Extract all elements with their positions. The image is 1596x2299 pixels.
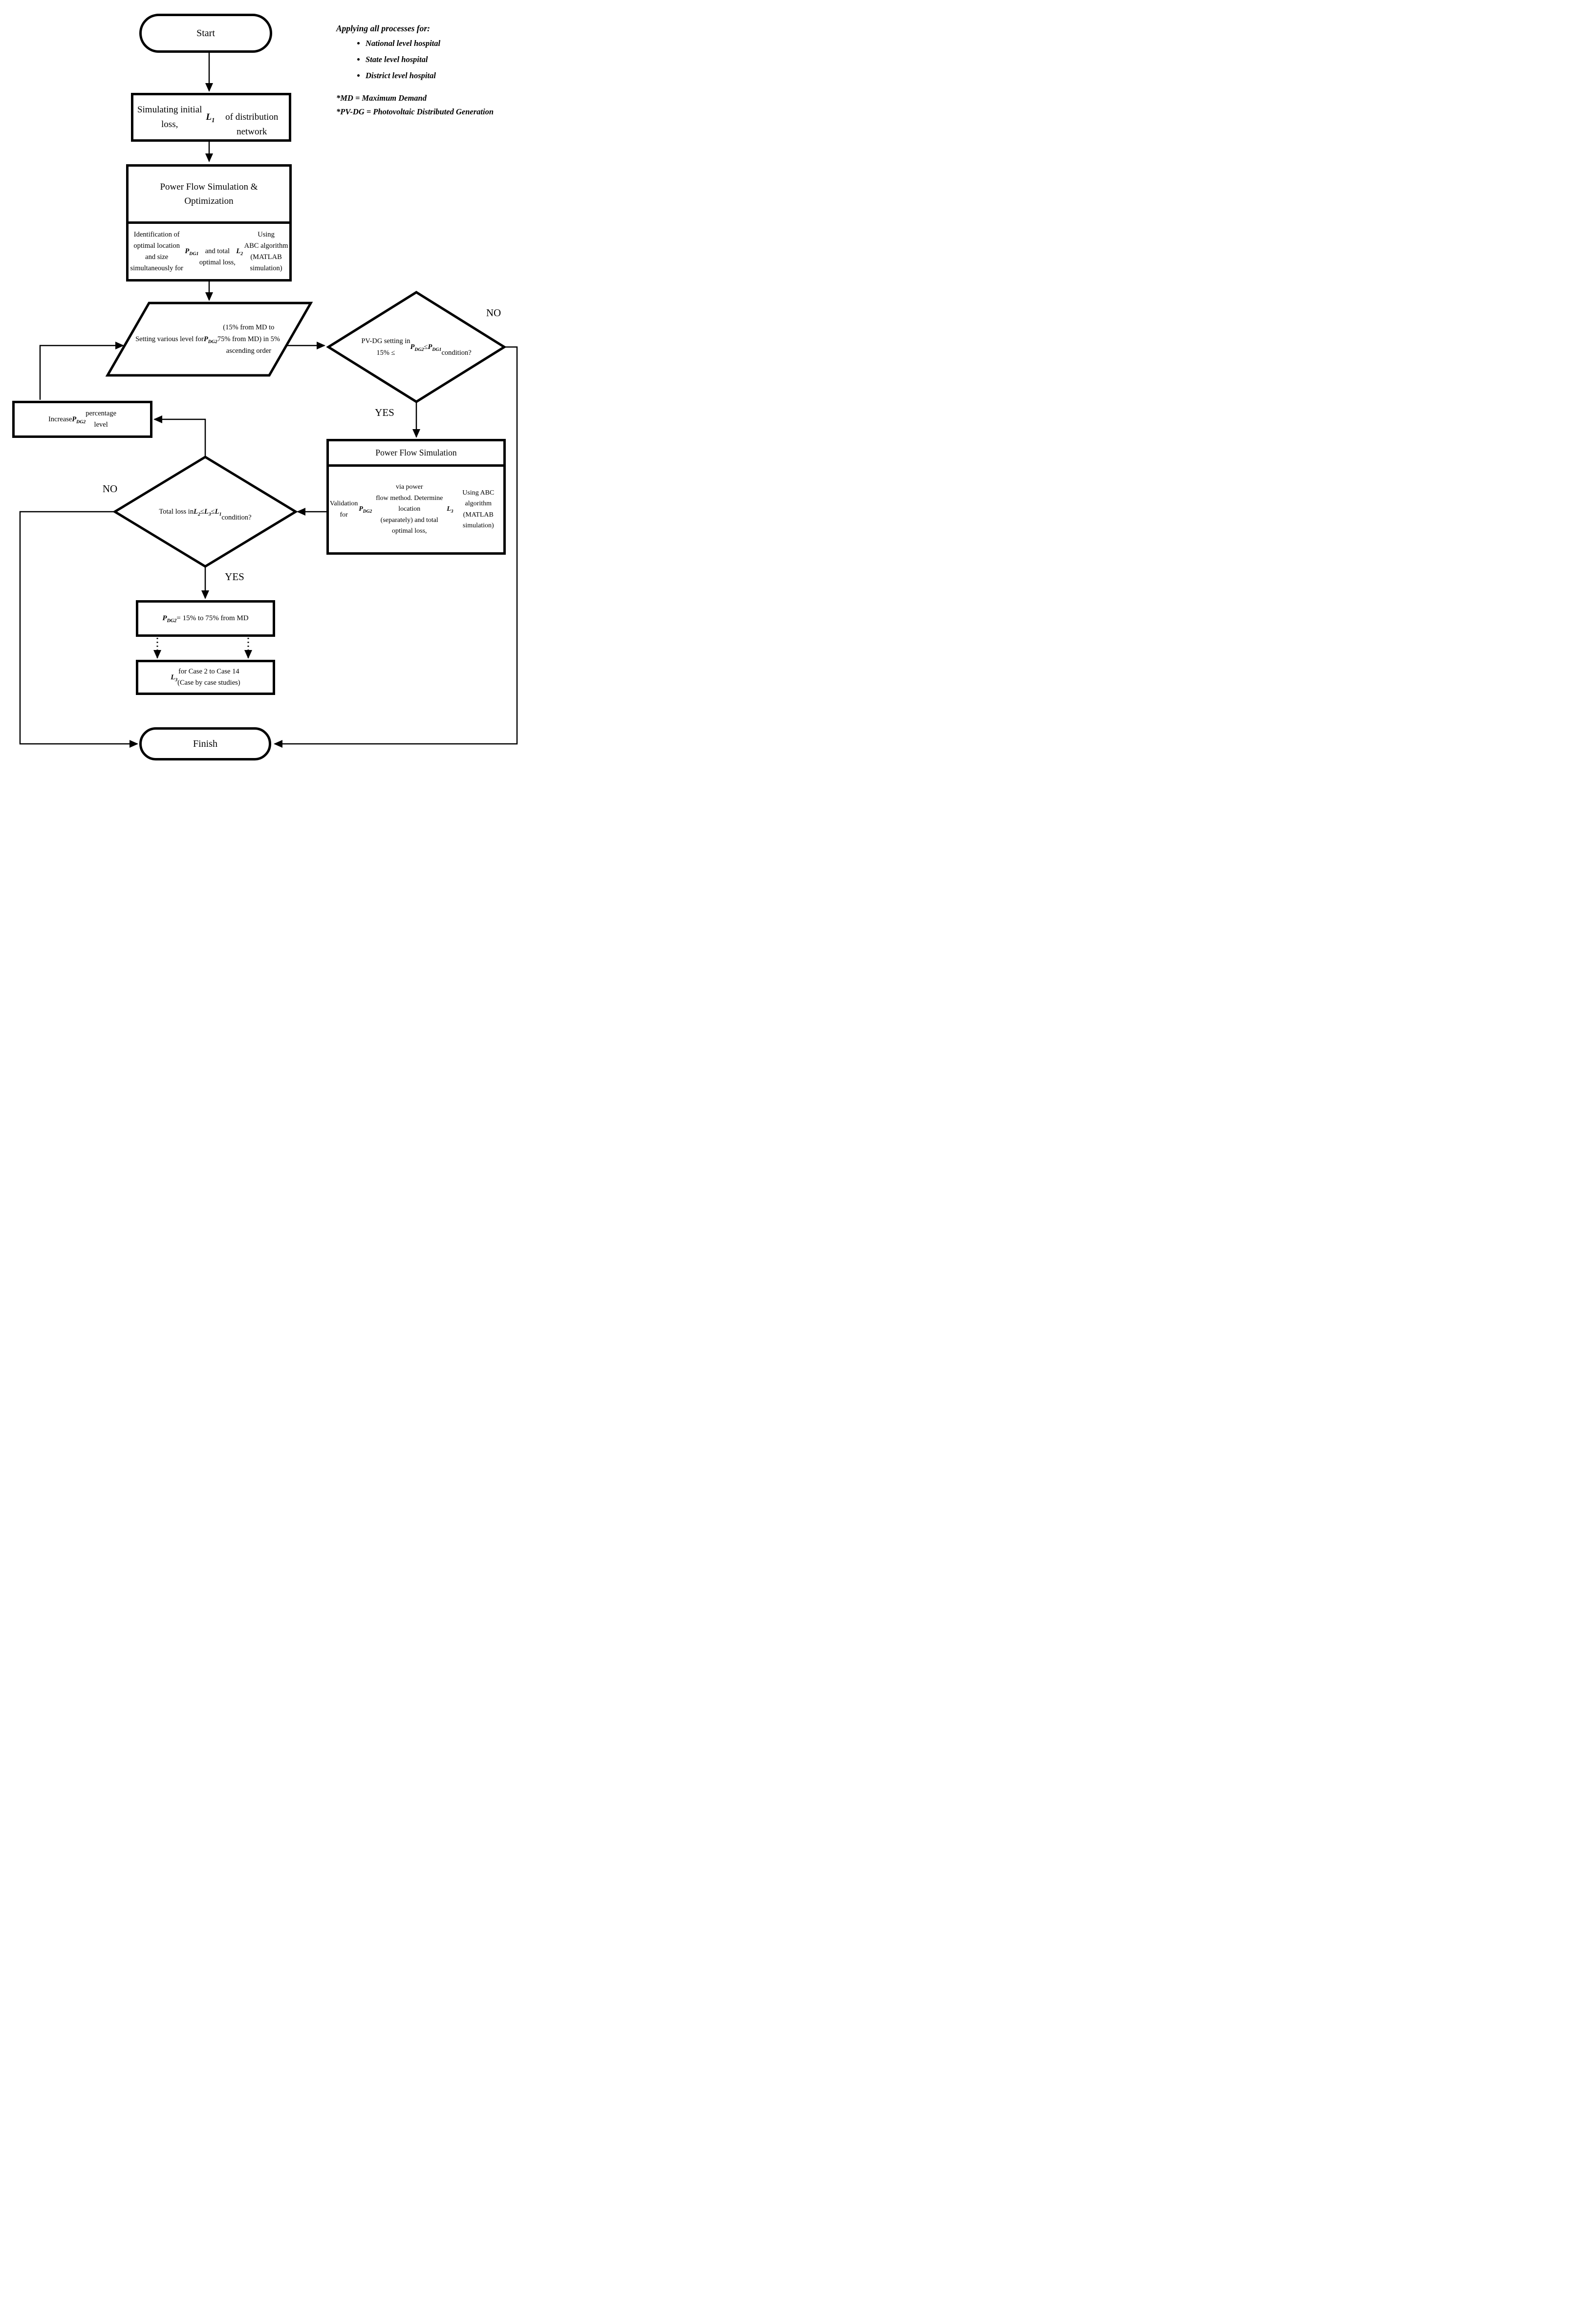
edge-pvcheck-no-to-finish (274, 346, 518, 748)
footnote-pvdg: *PV-DG = Photovoltaic Distributed Genera… (336, 107, 494, 116)
start-terminator: Start (139, 14, 272, 53)
pfso-header: Power Flow Simulation &Optimization (129, 167, 289, 224)
hospital-list: National level hospital State level hosp… (336, 39, 505, 81)
pfs-header: Power Flow Simulation (329, 441, 503, 467)
pv-check-no-label: NO (486, 307, 501, 319)
edge-increase-to-setlevels (39, 342, 124, 400)
list-item: State level hospital (366, 55, 505, 65)
edge-losscheck-to-increase (153, 415, 206, 457)
set-levels-parallelogram (105, 302, 313, 377)
flowchart-connectors (19, 53, 518, 748)
side-note-title: Applying all processes for: (336, 23, 431, 33)
loss-check-no-label: NO (102, 483, 118, 495)
side-note: Applying all processes for: National lev… (336, 23, 505, 119)
loss-check-yes-label: YES (225, 571, 244, 583)
footnote-md: *MD = Maximum Demand (336, 93, 427, 103)
power-flow-simulation-box: Power Flow Simulation Validation for PDG… (326, 439, 506, 555)
flowchart-canvas: Applying all processes for: National lev… (0, 0, 532, 766)
list-item: National level hospital (366, 39, 505, 48)
pdg2-range-box: PDG2 = 15% to 75% from MD (136, 600, 275, 637)
edge-losscheck-no-to-finish (19, 511, 138, 748)
power-flow-sim-optimization-box: Power Flow Simulation &Optimization Iden… (126, 164, 292, 282)
list-item: District level hospital (366, 71, 505, 81)
pv-check-yes-label: YES (375, 407, 394, 418)
case-results-box: L3 for Case 2 to Case 14(Case by case st… (136, 660, 275, 695)
finish-terminator: Finish (139, 727, 271, 760)
